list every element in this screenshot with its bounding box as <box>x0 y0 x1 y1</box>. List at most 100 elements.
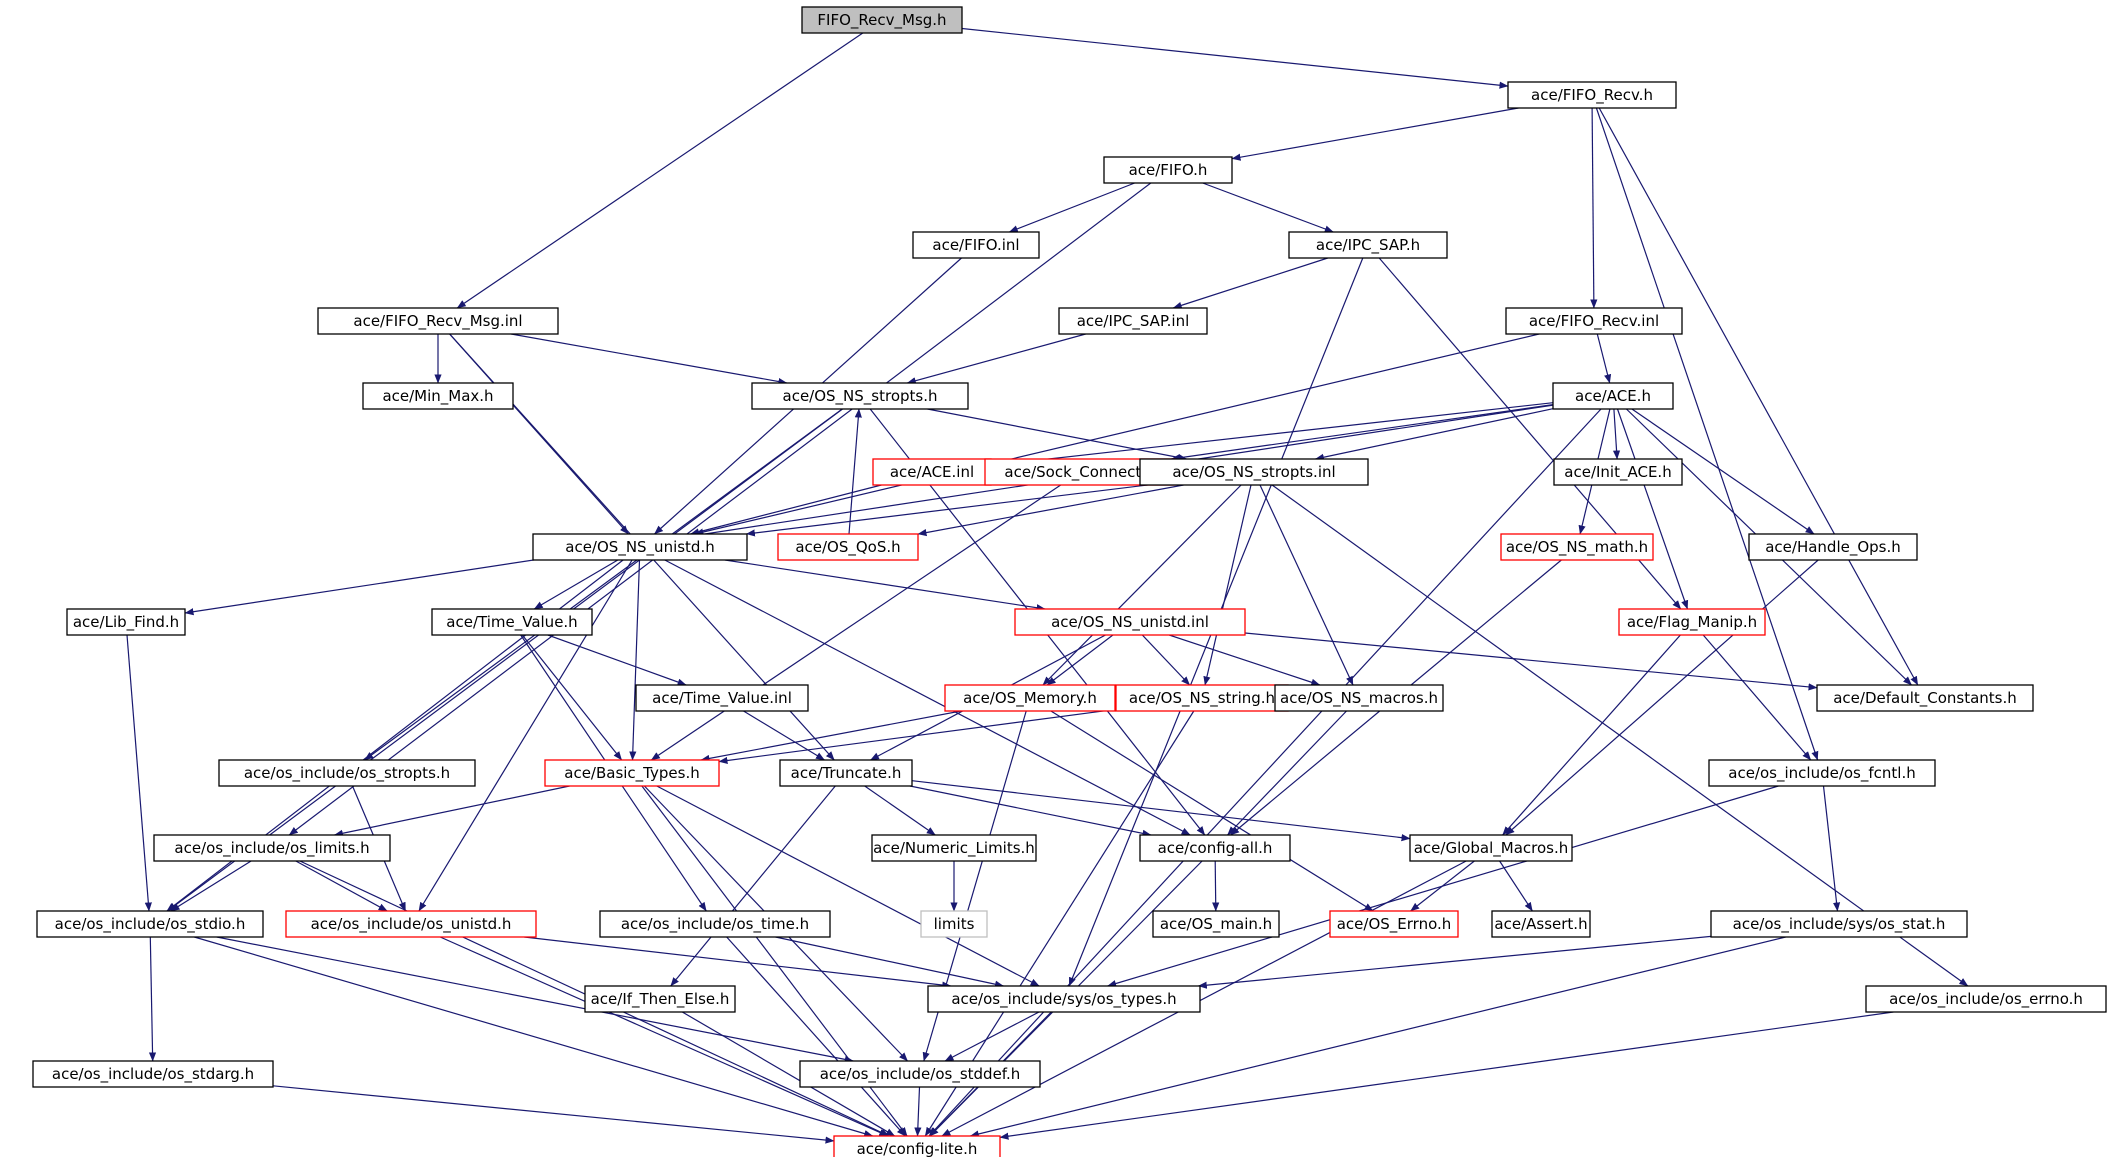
edge-ace_h-to-ace_inl <box>990 402 1554 469</box>
node-label: ace/IPC_SAP.inl <box>1077 312 1190 331</box>
node-os-errno-cap-h[interactable]: ace/OS_Errno.h <box>1329 910 1459 938</box>
node-os-memory-h[interactable]: ace/OS_Memory.h <box>944 684 1116 712</box>
edge-global_macros_h-to-assert_h <box>1499 860 1533 912</box>
edge-lib_find_h-to-os_stdio_h <box>126 634 152 912</box>
edge-time_value_h-to-time_value_inl <box>547 634 687 686</box>
edge-os_ns_stropts_inl-to-os_qos_h <box>917 484 1184 537</box>
node-assert-h[interactable]: ace/Assert.h <box>1491 910 1591 938</box>
edge-os_ns_stropts_inl-to-os_ns_string_h <box>1203 484 1252 686</box>
node-config-lite-h[interactable]: ace/config-lite.h <box>833 1135 1001 1157</box>
node-if-then-else-h[interactable]: ace/If_Then_Else.h <box>584 985 736 1013</box>
node-default-constants-h[interactable]: ace/Default_Constants.h <box>1816 684 2034 712</box>
node-handle-ops-h[interactable]: ace/Handle_Ops.h <box>1748 533 1918 561</box>
node-global-macros-h[interactable]: ace/Global_Macros.h <box>1409 834 1573 862</box>
node-label: ace/FIFO_Recv_Msg.inl <box>353 312 522 331</box>
edge-os_sys_stat_h-to-config_lite_h <box>969 936 1786 1138</box>
node-label: ace/Basic_Types.h <box>564 764 699 783</box>
node-os-ns-stropts-h[interactable]: ace/OS_NS_stropts.h <box>751 382 969 410</box>
edge-truncate_h-to-global_macros_h <box>911 780 1411 842</box>
node-ace-inl[interactable]: ace/ACE.inl <box>872 458 992 486</box>
node-label: limits <box>934 915 975 933</box>
node-label: ace/FIFO.inl <box>932 236 1019 254</box>
edge-global_macros_h-to-os_errno_cap_h <box>1410 860 1475 912</box>
node-ace-h[interactable]: ace/ACE.h <box>1552 382 1674 410</box>
node-os-stdarg-h[interactable]: ace/os_include/os_stdarg.h <box>32 1060 274 1088</box>
node-os-ns-math-h[interactable]: ace/OS_NS_math.h <box>1500 533 1654 561</box>
node-os-ns-unistd-h[interactable]: ace/OS_NS_unistd.h <box>532 533 748 561</box>
edge-fifo_recv_msg_inl-to-os_ns_stropts_h <box>510 333 788 386</box>
edge-os_stddef_h-to-config_lite_h <box>914 1086 922 1137</box>
edge-os_fcntl_h-to-os_sys_stat_h <box>1822 785 1841 912</box>
node-label: ace/ACE.h <box>1575 387 1651 405</box>
node-basic-types-h[interactable]: ace/Basic_Types.h <box>544 759 720 787</box>
edge-os_time_h-to-os_sys_types_h <box>775 936 1004 988</box>
node-truncate-h[interactable]: ace/Truncate.h <box>779 759 913 787</box>
edge-os_limits_h-to-os_stdio_h <box>170 860 252 912</box>
edge-fifo_h-to-os_limits_h <box>288 182 1152 836</box>
node-label: ace/If_Then_Else.h <box>591 990 730 1009</box>
node-label: ace/Lib_Find.h <box>73 613 179 632</box>
edge-flag_manip_h-to-os_fcntl_h <box>1702 634 1812 761</box>
node-label: ace/FIFO_Recv.inl <box>1529 312 1659 331</box>
edge-fifo_recv_h-to-default_constants_h <box>1598 107 1919 686</box>
node-lib-find-h[interactable]: ace/Lib_Find.h <box>66 608 186 636</box>
node-label: ace/os_include/os_fcntl.h <box>1728 764 1915 783</box>
node-time-value-h[interactable]: ace/Time_Value.h <box>431 608 593 636</box>
node-os-errno-h[interactable]: ace/os_include/os_errno.h <box>1865 985 2107 1013</box>
node-os-stropts-h[interactable]: ace/os_include/os_stropts.h <box>218 759 476 787</box>
edge-os_memory_h-to-basic_types_h <box>700 710 962 762</box>
node-limits: limits <box>920 910 988 938</box>
edge-config_all_h-to-os_main_h <box>1212 860 1220 912</box>
node-label: ace/FIFO_Recv.h <box>1531 86 1653 105</box>
node-os-stdio-h[interactable]: ace/os_include/os_stdio.h <box>36 910 264 938</box>
node-os-stddef-h[interactable]: ace/os_include/os_stddef.h <box>799 1060 1041 1088</box>
node-numeric-limits-h[interactable]: ace/Numeric_Limits.h <box>871 834 1037 862</box>
edge-os_ns_unistd_h-to-basic_types_h <box>629 559 641 761</box>
node-label: ace/os_include/os_errno.h <box>1889 990 2083 1009</box>
node-os-main-h[interactable]: ace/OS_main.h <box>1152 910 1280 938</box>
edge-os_ns_unistd_h-to-os_ns_unistd_inl <box>724 559 1046 612</box>
node-os-ns-stropts-inl[interactable]: ace/OS_NS_stropts.inl <box>1139 458 1369 486</box>
edge-os_memory_h-to-os_errno_cap_h <box>1050 710 1374 912</box>
node-os-unistd-h[interactable]: ace/os_include/os_unistd.h <box>285 910 537 938</box>
node-ipc-sap-h[interactable]: ace/IPC_SAP.h <box>1288 231 1448 259</box>
node-label: ace/Sock_Connect.h <box>1004 463 1155 482</box>
node-os-ns-string-h[interactable]: ace/OS_NS_string.h <box>1115 684 1289 712</box>
node-config-all-h[interactable]: ace/config-all.h <box>1139 834 1291 862</box>
edge-os_ns_stropts_inl-to-os_ns_macros_h <box>1259 484 1354 686</box>
node-fifo-recv-h[interactable]: ace/FIFO_Recv.h <box>1507 81 1677 109</box>
node-init-ace-h[interactable]: ace/Init_ACE.h <box>1553 458 1683 486</box>
edge-os_ns_stropts_inl-to-os_memory_h <box>1042 484 1242 686</box>
node-os-qos-h[interactable]: ace/OS_QoS.h <box>777 533 919 561</box>
edges-layer <box>126 27 1969 1144</box>
node-fifo-inl[interactable]: ace/FIFO.inl <box>912 231 1040 259</box>
node-min-max-h[interactable]: ace/Min_Max.h <box>362 382 514 410</box>
node-time-value-inl[interactable]: ace/Time_Value.inl <box>635 684 809 712</box>
node-os-fcntl-h[interactable]: ace/os_include/os_fcntl.h <box>1708 759 1936 787</box>
node-os-limits-h[interactable]: ace/os_include/os_limits.h <box>153 834 391 862</box>
node-fifo-recv-msg-inl[interactable]: ace/FIFO_Recv_Msg.inl <box>317 307 559 335</box>
edge-sock_connect_h-to-basic_types_h <box>650 484 1062 761</box>
node-label: ace/os_include/os_stdarg.h <box>52 1065 254 1084</box>
node-label: ace/os_include/sys/os_types.h <box>951 990 1176 1009</box>
edge-os_qos_h-to-os_ns_stropts_h <box>848 408 862 535</box>
node-os-ns-macros-h[interactable]: ace/OS_NS_macros.h <box>1274 684 1444 712</box>
node-fifo-h[interactable]: ace/FIFO.h <box>1103 156 1233 184</box>
node-label: ace/Flag_Manip.h <box>1627 613 1757 632</box>
edge-ace_h-to-sock_connect_h <box>1170 404 1554 462</box>
node-fifo-recv-inl[interactable]: ace/FIFO_Recv.inl <box>1505 307 1683 335</box>
node-os-sys-types-h[interactable]: ace/os_include/sys/os_types.h <box>927 985 1201 1013</box>
edge-ace_h-to-flag_manip_h <box>1616 408 1689 610</box>
edge-os_errno_h-to-config_lite_h <box>999 1011 1894 1140</box>
node-os-sys-stat-h[interactable]: ace/os_include/sys/os_stat.h <box>1710 910 1968 938</box>
node-ipc-sap-inl[interactable]: ace/IPC_SAP.inl <box>1058 307 1208 335</box>
edge-ace_h-to-os_ns_stropts_inl <box>1314 408 1554 461</box>
edge-time_value_h-to-basic_types_h <box>521 634 623 761</box>
node-label: ace/os_include/os_time.h <box>621 915 809 934</box>
node-os-time-h[interactable]: ace/os_include/os_time.h <box>599 910 831 938</box>
node-flag-manip-h[interactable]: ace/Flag_Manip.h <box>1618 608 1766 636</box>
node-label: ace/Time_Value.h <box>446 613 577 632</box>
node-os-ns-unistd-inl[interactable]: ace/OS_NS_unistd.inl <box>1014 608 1246 636</box>
edge-fifo_h-to-ipc_sap_h <box>1202 182 1334 233</box>
node-label: FIFO_Recv_Msg.h <box>817 11 946 30</box>
